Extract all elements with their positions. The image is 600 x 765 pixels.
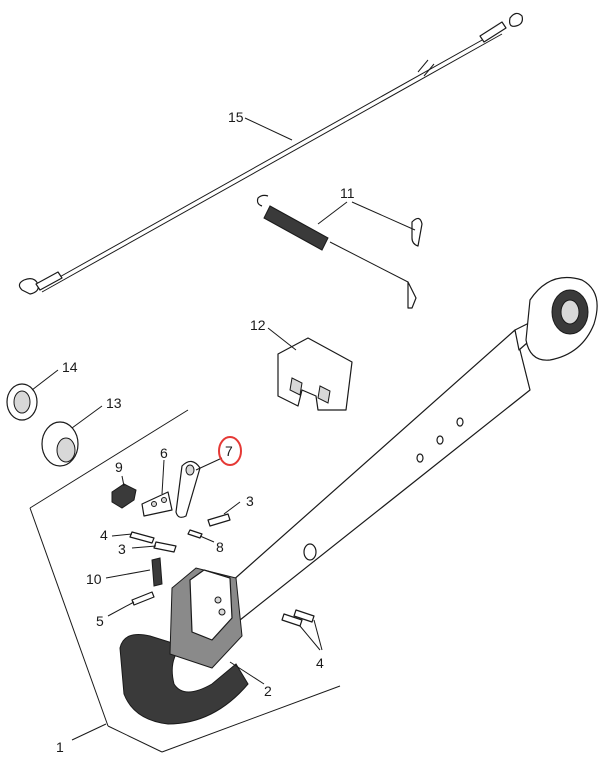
leader-3a bbox=[223, 501, 241, 515]
part-7-lever bbox=[175, 460, 201, 518]
callout-11: 11 bbox=[340, 185, 355, 201]
callout-9: 9 bbox=[115, 459, 123, 475]
part-10-spring bbox=[151, 557, 163, 587]
leader-4c bbox=[313, 619, 323, 651]
part-8-pin bbox=[187, 529, 203, 539]
part-12-bracket bbox=[277, 337, 353, 411]
leader-10 bbox=[105, 569, 151, 579]
callout-2: 2 bbox=[264, 683, 272, 699]
part-4-tabs-right bbox=[281, 609, 315, 627]
leader-3b bbox=[131, 545, 157, 549]
callout-7: 7 bbox=[225, 443, 233, 459]
leader-7 bbox=[195, 457, 223, 471]
leader-6 bbox=[161, 459, 165, 495]
part-13-ball bbox=[41, 421, 79, 467]
callout-5: 5 bbox=[96, 613, 104, 629]
part-3-pin-lower bbox=[153, 541, 177, 553]
part-4-pin-left bbox=[129, 531, 155, 544]
part-11-spring-rod bbox=[256, 194, 423, 309]
leader-1 bbox=[71, 723, 107, 741]
assembly-outline bbox=[29, 409, 341, 753]
callout-3a: 3 bbox=[246, 493, 254, 509]
callout-15: 15 bbox=[228, 109, 244, 125]
callout-10: 10 bbox=[86, 571, 102, 587]
leader-5 bbox=[107, 601, 135, 617]
callout-14: 14 bbox=[62, 359, 78, 375]
callout-4a: 4 bbox=[100, 527, 108, 543]
callout-7-highlight bbox=[218, 436, 242, 466]
leader-13 bbox=[71, 405, 103, 429]
callout-12: 12 bbox=[250, 317, 266, 333]
leader-14 bbox=[31, 369, 59, 391]
part-5-pin bbox=[131, 591, 155, 606]
callout-4b: 4 bbox=[316, 655, 324, 671]
leader-11a bbox=[317, 201, 348, 225]
leader-2 bbox=[229, 661, 265, 685]
part-6-plate bbox=[141, 491, 173, 517]
leader-4a bbox=[111, 533, 133, 537]
part-14-ring bbox=[6, 383, 38, 421]
callout-1: 1 bbox=[56, 739, 64, 755]
callout-6: 6 bbox=[160, 445, 168, 461]
part-15-cable bbox=[18, 12, 523, 295]
part-lower-link-arm bbox=[221, 276, 598, 621]
callout-3b: 3 bbox=[118, 541, 126, 557]
leader-12 bbox=[267, 327, 297, 351]
part-2-hook bbox=[119, 567, 249, 725]
part-9-latch bbox=[111, 483, 137, 509]
leader-8 bbox=[199, 535, 215, 543]
leader-11b bbox=[351, 201, 416, 231]
part-3-pin-upper bbox=[207, 513, 231, 527]
callout-8: 8 bbox=[216, 539, 224, 555]
leader-4b bbox=[299, 625, 321, 651]
leader-15 bbox=[244, 117, 293, 141]
callout-13: 13 bbox=[106, 395, 122, 411]
leader-9 bbox=[121, 475, 125, 487]
